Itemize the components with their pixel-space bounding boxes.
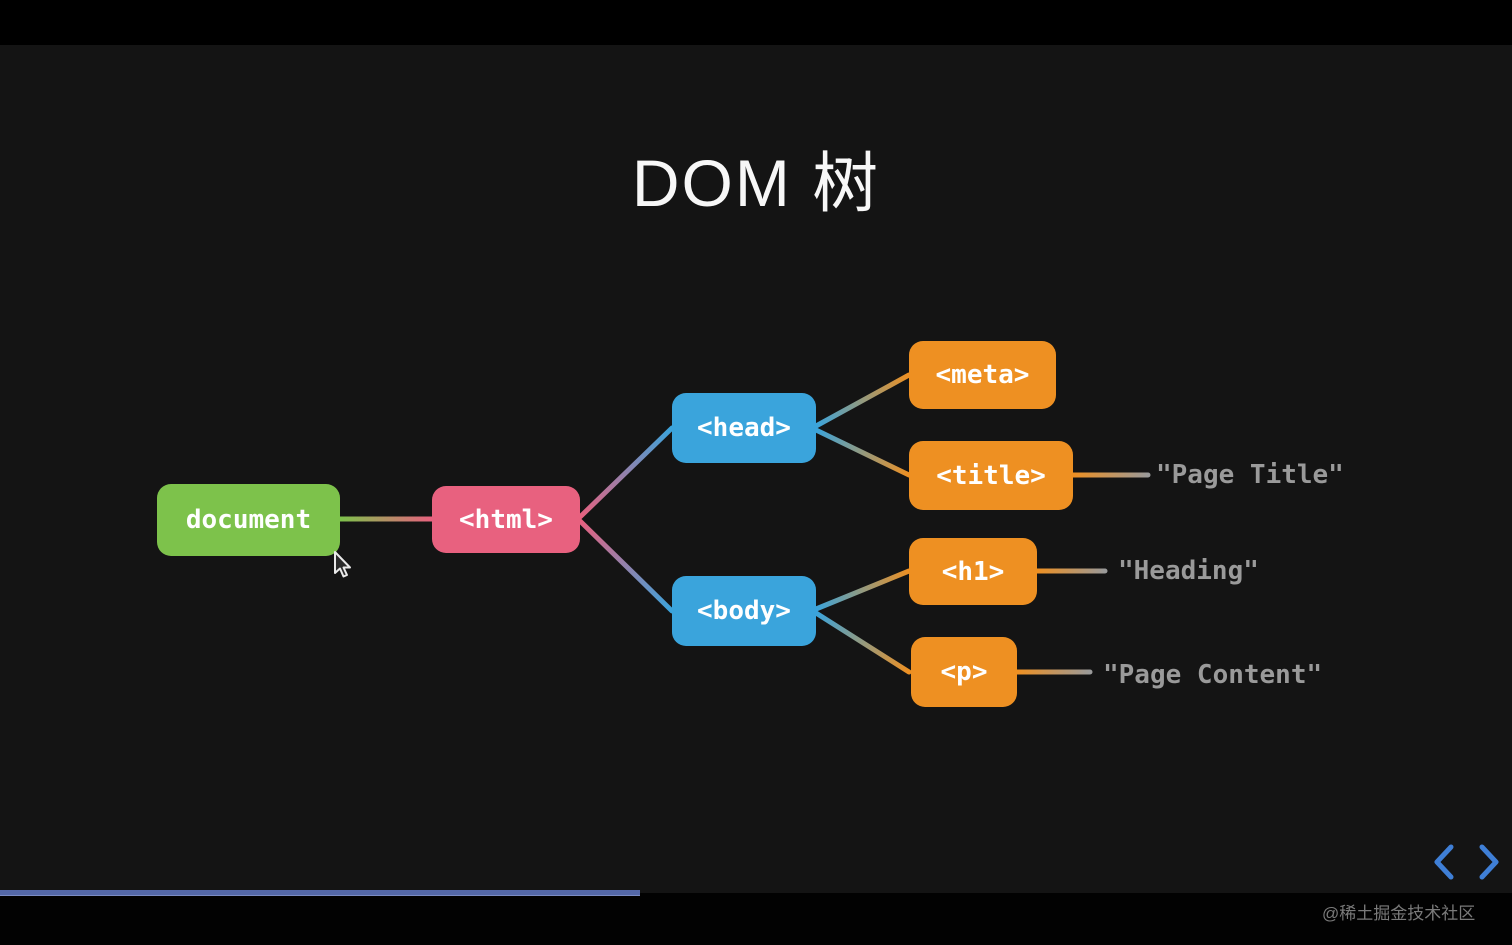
node-p: <p> [911,637,1017,707]
node-title: <title> [909,441,1073,510]
chevron-right-icon [1479,844,1499,880]
text-node-heading: "Heading" [1118,556,1259,586]
next-button[interactable] [1472,842,1506,882]
page-title: DOM 树 [631,146,881,220]
mouse-cursor-icon [330,549,356,581]
node-h1: <h1> [909,538,1037,605]
slide-canvas [0,45,1512,893]
node-html: <html> [432,486,580,553]
letterbox-bottom [0,893,1512,945]
progress-bar[interactable] [0,890,640,896]
chevron-left-icon [1434,844,1454,880]
node-head: <head> [672,393,816,463]
watermark: @稀土掘金技术社区 [1322,904,1476,923]
node-document: document [157,484,340,556]
text-node-page-title: "Page Title" [1156,460,1344,490]
progress-track[interactable] [0,890,1512,896]
node-body: <body> [672,576,816,646]
text-node-page-content: "Page Content" [1103,660,1323,690]
prev-button[interactable] [1427,842,1461,882]
letterbox-top [0,0,1512,45]
node-meta: <meta> [909,341,1056,409]
